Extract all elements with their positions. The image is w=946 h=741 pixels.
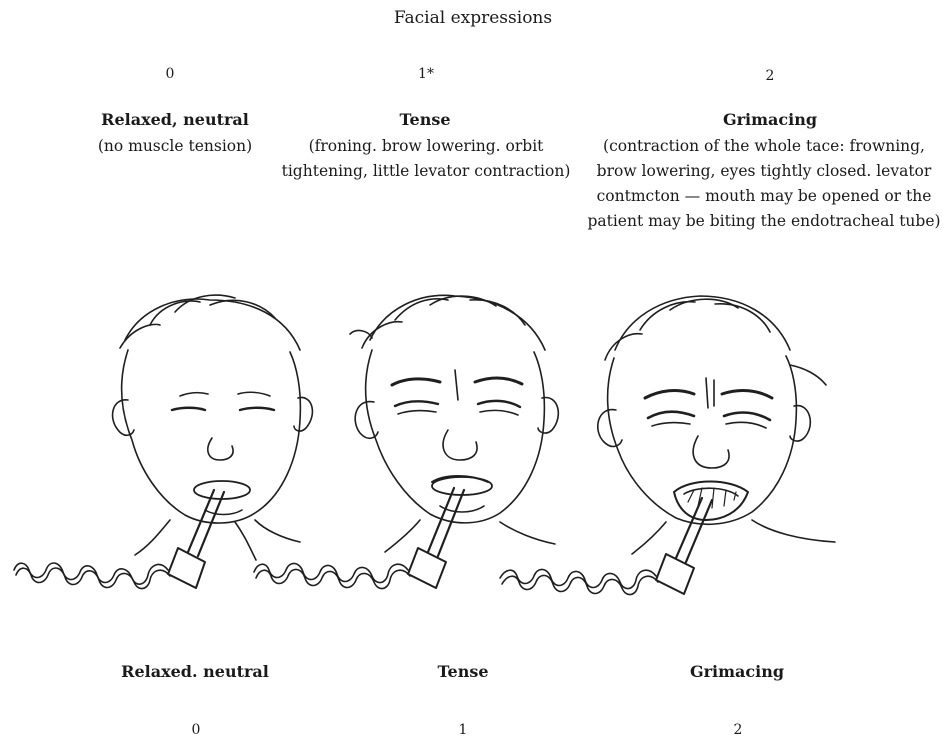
bottom-score-relaxed: 0 <box>146 722 246 738</box>
bottom-score-grimacing: 2 <box>688 722 788 738</box>
description-tense: (froning. brow lowering. orbit tightenin… <box>278 134 574 184</box>
faces-illustration <box>0 270 946 630</box>
score-relaxed: 0 <box>120 66 220 82</box>
face-grimacing-drawing <box>500 296 835 595</box>
figure-title: Facial expressions <box>0 8 946 28</box>
face-relaxed-drawing <box>14 295 312 588</box>
description-relaxed: (no muscle tension) <box>85 134 265 159</box>
bottom-label-relaxed: Relaxed. neutral <box>95 662 295 681</box>
label-tense: Tense <box>310 110 540 129</box>
label-grimacing: Grimacing <box>650 110 890 129</box>
description-grimacing: (contraction of the whole tace: frowning… <box>586 134 942 234</box>
score-tense: 1* <box>376 66 476 82</box>
bottom-label-grimacing: Grimacing <box>657 662 817 681</box>
score-grimacing: 2 <box>720 68 820 84</box>
bottom-label-tense: Tense <box>383 662 543 681</box>
label-relaxed: Relaxed, neutral <box>60 110 290 129</box>
bottom-score-tense: 1 <box>413 722 513 738</box>
face-tense-drawing <box>254 295 558 588</box>
